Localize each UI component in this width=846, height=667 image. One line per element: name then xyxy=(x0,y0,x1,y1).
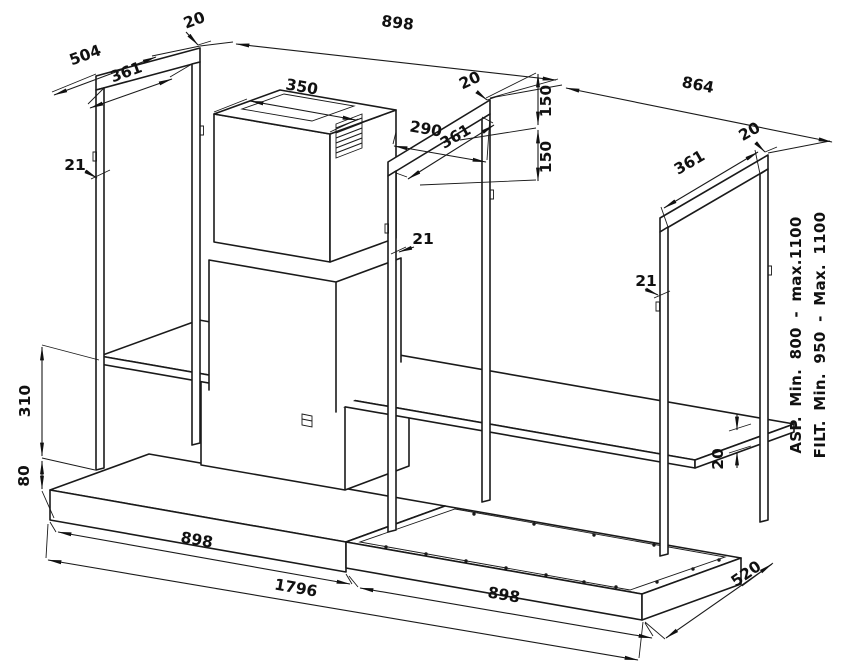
dim-label-361-right: 361 xyxy=(671,147,708,179)
chimney-lower-edges xyxy=(208,257,402,413)
hood-vent-mark xyxy=(301,413,313,428)
dim-label-20-shelf: 20 xyxy=(709,448,727,470)
dim-label-350: 350 xyxy=(284,75,319,98)
dimensions: 504 361 20 898 350 20 290 361 150 150 86… xyxy=(15,8,833,661)
left-frame-back-rail xyxy=(191,61,201,446)
right-frame-clip-marks xyxy=(655,265,772,312)
dim-label-1796: 1796 xyxy=(273,575,319,600)
dim-label-20-top-left: 20 xyxy=(181,8,208,32)
dim-label-898-bottom-right: 898 xyxy=(486,583,521,606)
dim-label-21-right: 21 xyxy=(635,272,657,290)
dim-label-310: 310 xyxy=(16,385,34,418)
dim-label-898-top: 898 xyxy=(380,12,414,34)
dim-label-80: 80 xyxy=(15,465,33,487)
left-frame xyxy=(92,47,204,471)
chimney-right-face xyxy=(329,109,397,263)
height-notes: ASP. Min. 800 - max.1100 FILT. Min. 950 … xyxy=(787,212,829,459)
right-frame xyxy=(655,154,772,557)
left-frame-clip-marks xyxy=(92,125,204,162)
dim-label-290: 290 xyxy=(408,117,443,140)
right-frame-front-rail xyxy=(659,226,669,557)
base-platform-right xyxy=(345,505,742,621)
middle-frame-clip-marks xyxy=(384,189,494,234)
chimney-front-face xyxy=(213,113,331,263)
dim-label-21-mid: 21 xyxy=(412,230,434,248)
chimney xyxy=(208,89,402,413)
dim-label-864: 864 xyxy=(680,73,715,97)
left-frame-front-rail xyxy=(95,87,105,471)
dim-label-150-lower: 150 xyxy=(537,141,555,174)
dim-label-20-right: 20 xyxy=(736,118,764,144)
dim-label-21-left: 21 xyxy=(64,156,86,174)
note-asp-height: ASP. Min. 800 - max.1100 xyxy=(787,216,805,453)
middle-frame-back-rail xyxy=(481,113,491,503)
middle-frame-front-rail xyxy=(387,170,397,533)
note-filt-height: FILT. Min. 950 - Max. 1100 xyxy=(811,212,829,459)
leader-arrows xyxy=(84,31,766,468)
dim-label-150-upper: 150 xyxy=(537,85,555,118)
dim-label-898-bottom-left: 898 xyxy=(179,528,214,551)
right-frame-back-rail xyxy=(759,168,769,523)
dimension-lines xyxy=(40,43,833,661)
dim-label-504: 504 xyxy=(67,41,104,69)
